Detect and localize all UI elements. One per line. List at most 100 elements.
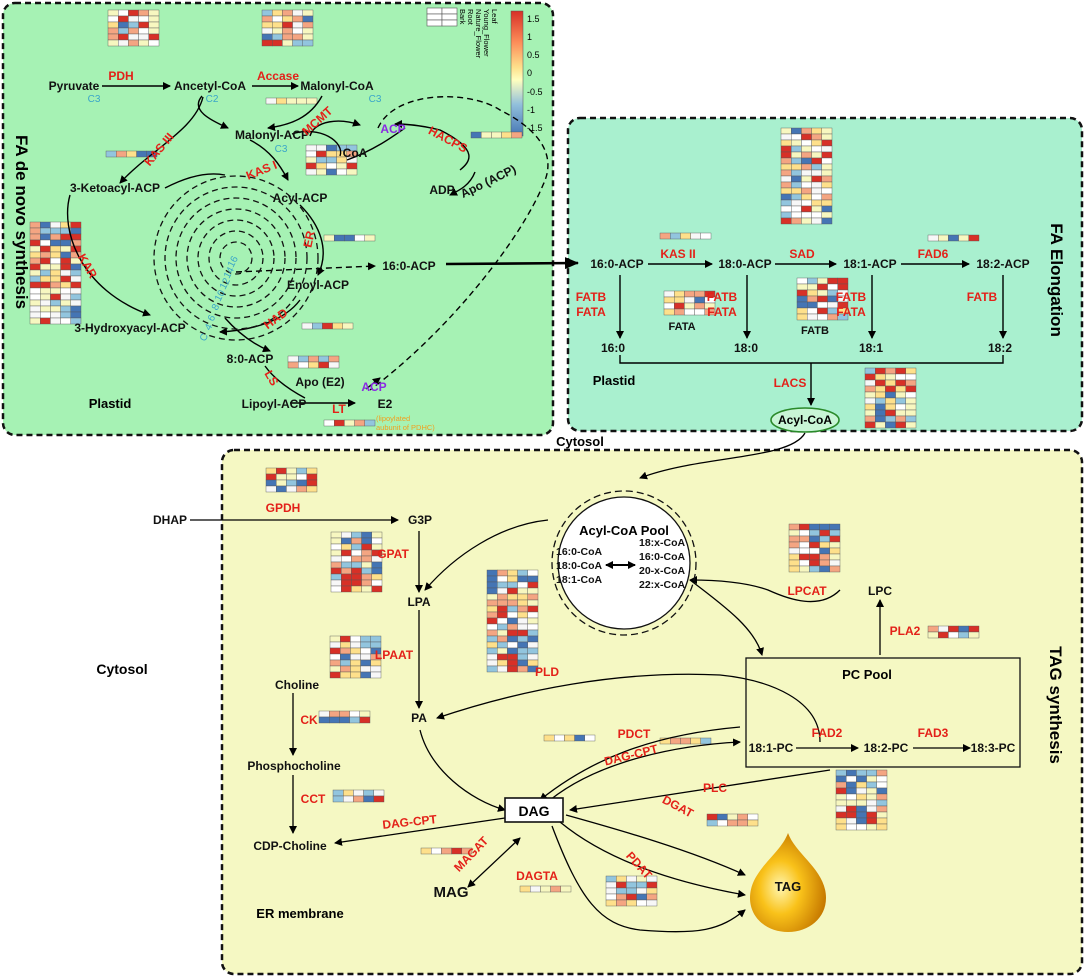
enzyme-ck: CK <box>300 713 318 727</box>
heatmap-cell <box>780 181 792 189</box>
heatmap-cell <box>507 593 518 601</box>
heatmap-cell <box>360 647 372 655</box>
heatmap-cell <box>788 535 800 543</box>
heatmap-cell <box>796 301 808 309</box>
heatmap-cell <box>486 593 498 601</box>
heatmap-cell <box>801 163 812 171</box>
heatmap-cell <box>527 611 539 619</box>
heatmap-cell <box>968 234 980 242</box>
heatmap-cell <box>780 199 792 207</box>
heatmap-cell <box>517 647 528 655</box>
heatmap-cell <box>809 529 820 537</box>
heatmap-cell <box>856 775 867 783</box>
heatmap-cell <box>359 716 371 724</box>
g3p: G3P <box>408 513 432 527</box>
heatmap-cell <box>507 623 518 631</box>
tag-synthesis-title: TAG synthesis <box>1046 646 1065 764</box>
heatmap-cell <box>788 523 800 531</box>
heatmap-cell <box>60 305 71 313</box>
tag-synthesis-panel <box>220 448 1084 976</box>
heatmap-cell <box>451 847 463 855</box>
heatmap-cell <box>905 421 917 429</box>
heatmap-cell <box>341 561 352 569</box>
heatmap-cell <box>486 611 498 619</box>
heatmap-cell <box>60 281 71 289</box>
heatmap-cell <box>674 308 685 316</box>
carbon-malonyl: C3 <box>369 94 382 105</box>
heatmap-cell <box>517 587 528 595</box>
heatmap-cell <box>330 543 342 551</box>
heatmap-cell <box>40 299 51 307</box>
heatmap-cell <box>817 295 828 303</box>
cytosol-label-left: Cytosol <box>96 661 147 677</box>
heatmap-cell <box>486 635 498 643</box>
heatmap-cell <box>527 653 539 661</box>
heatmap-cell <box>341 549 352 557</box>
pc-18-3: 18:3-PC <box>971 741 1016 755</box>
heatmap-cell <box>517 641 528 649</box>
heatmap-cell <box>796 295 808 303</box>
heatmap-cell <box>107 33 119 41</box>
heatmap-cell <box>780 211 792 219</box>
er-membrane-label: ER membrane <box>256 906 343 921</box>
heatmap-cell <box>70 275 82 283</box>
heatmap-cell <box>497 665 508 673</box>
heatmap-cell <box>809 559 820 567</box>
heatmap-cell <box>809 541 820 549</box>
heatmap-cell <box>780 175 792 183</box>
heatmap-cell <box>809 553 820 561</box>
heatmap-cell <box>876 781 888 789</box>
heatmap-cell <box>261 21 273 29</box>
el-16-0: 16:0 <box>601 341 625 355</box>
acyl-coa-node <box>770 407 840 433</box>
heatmap-cell <box>948 234 959 242</box>
heatmap-cell <box>819 523 830 531</box>
heatmap-cell <box>895 421 906 429</box>
heatmap-cell <box>809 523 820 531</box>
heatmap-cell <box>40 281 51 289</box>
heatmap-cell <box>70 299 82 307</box>
heatmap-cell <box>329 716 340 724</box>
heatmap-cell <box>341 579 352 587</box>
heatmap-cell <box>948 631 959 639</box>
pc-pool-box <box>745 657 1021 768</box>
heatmap-cell <box>486 623 498 631</box>
el-18-0: 18:0 <box>734 341 758 355</box>
heatmap-cell <box>371 573 383 581</box>
heatmap-cell <box>323 419 335 427</box>
enzyme-er: ER <box>301 229 318 249</box>
heatmap-cell <box>694 296 705 304</box>
heatmap-cell <box>864 403 876 411</box>
heatmap-cell <box>497 587 508 595</box>
heatmap-cell <box>540 885 551 893</box>
enzyme-fata-1: FATA <box>576 305 606 319</box>
heatmap-cell <box>40 251 51 259</box>
heatmap-cell <box>895 379 906 387</box>
heatmap-cell <box>809 547 820 555</box>
heatmap-cell <box>306 473 318 481</box>
acetyl-coa: Ancetyl-CoA <box>174 79 246 93</box>
heatmap-cell <box>302 15 314 23</box>
heatmap-cell <box>791 169 802 177</box>
heatmap-cell <box>329 671 341 679</box>
pool-right-1: 18:x-CoA <box>639 537 686 549</box>
heatmap-cell <box>486 617 498 625</box>
heatmap-cell <box>261 27 273 35</box>
heatmap-cell <box>517 611 528 619</box>
legend-sample-2: Root <box>466 9 475 26</box>
heatmap-cell <box>517 575 528 583</box>
acp-bottom: ACP <box>361 380 386 394</box>
heatmap-cell <box>361 585 373 593</box>
pool-left-2: 18:0-CoA <box>556 560 603 572</box>
acyl-coa: Acyl-CoA <box>778 413 832 427</box>
heatmap-cell <box>821 205 833 213</box>
heatmap-cell <box>780 127 792 135</box>
heatmap-cell <box>737 813 748 821</box>
heatmap-cell <box>885 409 896 417</box>
heatmap-cell <box>864 421 876 429</box>
heatmap-cell <box>856 817 867 825</box>
heatmap-cell <box>821 211 833 219</box>
heatmap-cell <box>340 635 351 643</box>
heatmap-cell <box>29 311 41 319</box>
spiral-carbon-12: 12 <box>218 276 233 291</box>
